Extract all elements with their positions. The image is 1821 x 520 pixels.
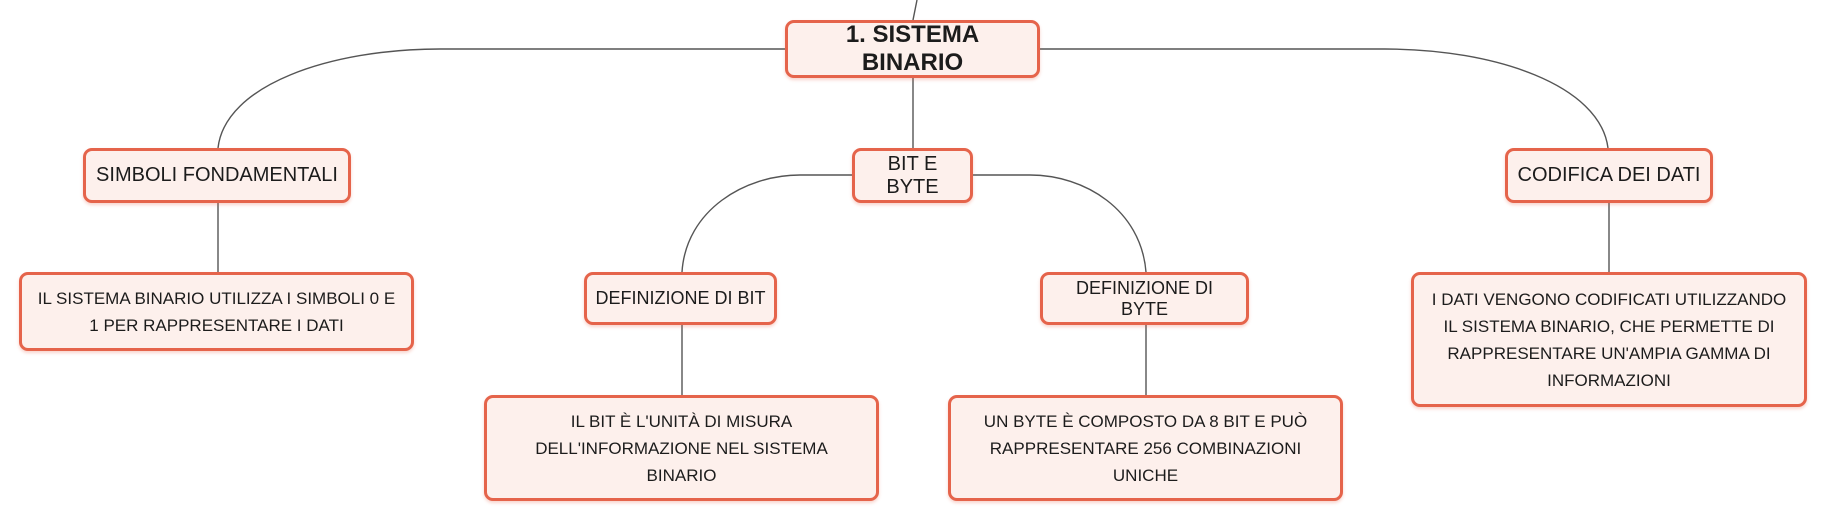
node-bit-descrizione[interactable]: IL BIT È L'UNITÀ DI MISURA DELL'INFORMAZ… (484, 395, 879, 501)
connector-root-codifica (1040, 48, 1609, 149)
node-simboli-desc-label: IL SISTEMA BINARIO UTILIZZA I SIMBOLI 0 … (37, 288, 396, 335)
node-bit-desc-label: IL BIT È L'UNITÀ DI MISURA DELL'INFORMAZ… (535, 411, 828, 485)
node-codifica-descrizione[interactable]: I DATI VENGONO CODIFICATI UTILIZZANDO IL… (1411, 272, 1807, 407)
connector-parent-root (912, 0, 918, 21)
node-simboli-label: SIMBOLI FONDAMENTALI (96, 164, 338, 186)
node-root[interactable]: 1. SISTEMA BINARIO (785, 20, 1040, 78)
connector-bitbyte-defbyte (973, 174, 1147, 273)
connector-root-simboli (217, 48, 785, 149)
node-byte-desc-label: UN BYTE È COMPOSTO DA 8 BIT E PUÒ RAPPRE… (983, 411, 1308, 485)
node-bit-e-byte[interactable]: BIT E BYTE (852, 148, 973, 203)
node-definizione-bit[interactable]: DEFINIZIONE DI BIT (584, 272, 777, 325)
node-byte-descrizione[interactable]: UN BYTE È COMPOSTO DA 8 BIT E PUÒ RAPPRE… (948, 395, 1343, 501)
node-definizione-byte[interactable]: DEFINIZIONE DI BYTE (1040, 272, 1249, 325)
node-bitbyte-label: BIT E BYTE (886, 152, 939, 198)
node-defbyte-label: DEFINIZIONE DI BYTE (1075, 277, 1213, 319)
node-codifica-dei-dati[interactable]: CODIFICA DEI DATI (1505, 148, 1713, 203)
node-codifica-desc-label: I DATI VENGONO CODIFICATI UTILIZZANDO IL… (1431, 289, 1787, 390)
node-codifica-label: CODIFICA DEI DATI (1517, 164, 1701, 186)
node-simboli-fondamentali[interactable]: SIMBOLI FONDAMENTALI (83, 148, 351, 203)
connector-bitbyte-defbit (681, 174, 852, 273)
node-simboli-descrizione[interactable]: IL SISTEMA BINARIO UTILIZZA I SIMBOLI 0 … (19, 272, 414, 351)
node-defbit-label: DEFINIZIONE DI BIT (595, 288, 766, 308)
node-root-label: 1. SISTEMA BINARIO (845, 21, 980, 76)
